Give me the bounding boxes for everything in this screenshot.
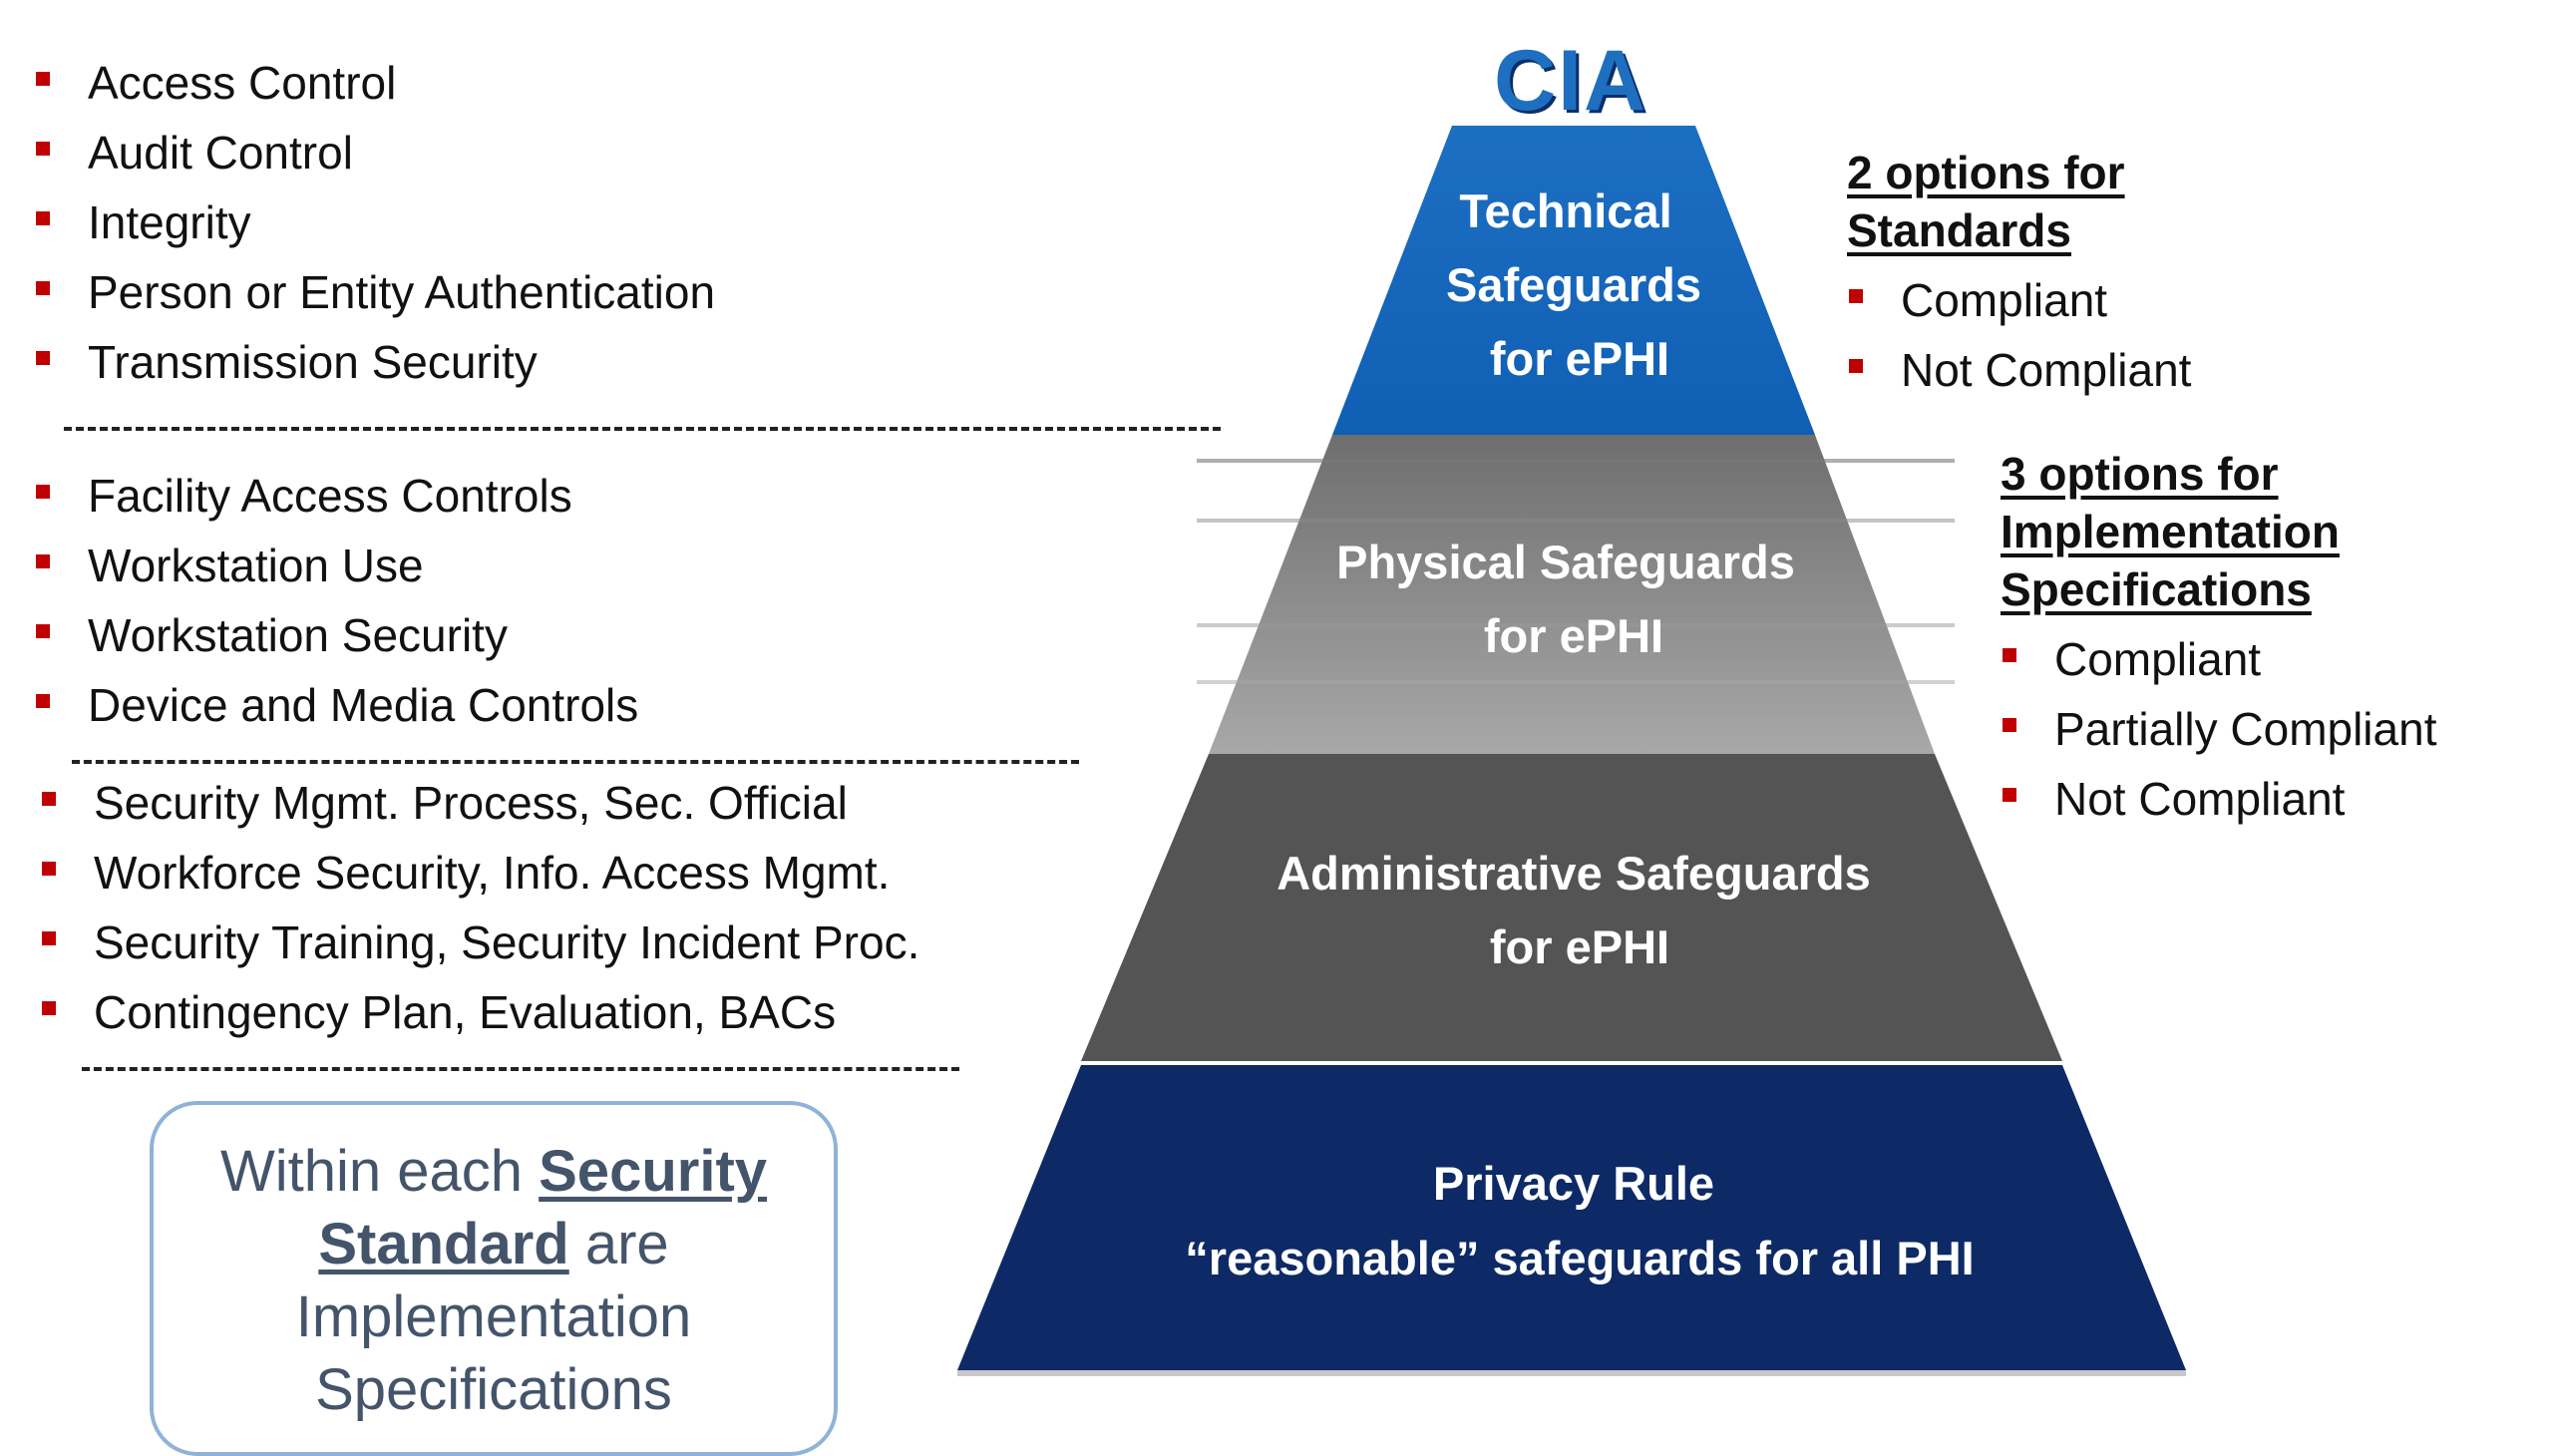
list-item-label: Workstation Use bbox=[88, 540, 424, 591]
bullet-icon bbox=[42, 1001, 56, 1015]
tier-privacy bbox=[957, 1065, 2186, 1370]
bullet-icon bbox=[1849, 359, 1863, 373]
band-line bbox=[1197, 623, 1955, 627]
callout-emphasis: Security bbox=[539, 1139, 768, 1204]
list-item: Not Compliant bbox=[1849, 335, 2191, 405]
list-item-label: Audit Control bbox=[88, 127, 353, 179]
list-item: Workstation Security bbox=[36, 600, 638, 670]
list-item-label: Workforce Security, Info. Access Mgmt. bbox=[94, 847, 891, 899]
tier-administrative-line-2: for ePHI bbox=[1490, 920, 1669, 973]
callout-line-1: Within each Security bbox=[154, 1135, 834, 1208]
standards-options-title-1: 2 options for bbox=[1847, 147, 2125, 198]
list-item: Partially Compliant bbox=[2003, 694, 2436, 764]
bullet-icon bbox=[42, 931, 56, 945]
list-item: Transmission Security bbox=[36, 327, 715, 397]
impl-options-list: Compliant Partially Compliant Not Compli… bbox=[2003, 624, 2436, 834]
callout-line-3: Implementation bbox=[295, 1284, 692, 1349]
list-item: Security Training, Security Incident Pro… bbox=[42, 908, 919, 977]
bullet-icon bbox=[1849, 289, 1863, 303]
callout-emphasis: Standard bbox=[318, 1212, 569, 1276]
bullet-icon bbox=[36, 142, 50, 156]
list-item: Person or Entity Authentication bbox=[36, 257, 715, 327]
list-item-label: Person or Entity Authentication bbox=[88, 266, 716, 318]
list-item-label: Compliant bbox=[1901, 274, 2108, 326]
bullet-icon bbox=[36, 554, 50, 568]
tier-physical-line-2: for ePHI bbox=[1484, 609, 1663, 662]
bullet-icon bbox=[36, 624, 50, 638]
bullet-icon bbox=[2003, 718, 2016, 732]
list-item: Workforce Security, Info. Access Mgmt. bbox=[42, 838, 919, 908]
list-item: Integrity bbox=[36, 187, 715, 257]
tier-privacy-line-2: “reasonable” safeguards for all PHI bbox=[1185, 1232, 1974, 1284]
bullet-icon bbox=[2003, 648, 2016, 662]
bullet-icon bbox=[36, 351, 50, 365]
list-item: Device and Media Controls bbox=[36, 670, 638, 740]
list-item: Audit Control bbox=[36, 118, 715, 187]
list-item-label: Security Mgmt. Process, Sec. Official bbox=[94, 777, 848, 829]
standards-options-title-2: Standards bbox=[1847, 204, 2071, 256]
list-item-label: Not Compliant bbox=[2054, 773, 2346, 825]
list-item: Access Control bbox=[36, 48, 715, 118]
bullet-icon bbox=[36, 211, 50, 225]
impl-options-title-2: Implementation bbox=[2001, 506, 2340, 557]
divider-administrative bbox=[82, 1067, 959, 1071]
list-item-label: Facility Access Controls bbox=[88, 470, 572, 522]
list-item: Not Compliant bbox=[2003, 764, 2436, 834]
list-item: Contingency Plan, Evaluation, BACs bbox=[42, 977, 919, 1047]
impl-options-title-3: Specifications bbox=[2001, 563, 2312, 615]
band-line bbox=[1197, 680, 1955, 684]
divider-physical bbox=[72, 760, 1079, 764]
tier-technical-line-1: Technical bbox=[1459, 184, 1671, 237]
tier-technical-line-2: Safeguards bbox=[1446, 258, 1701, 311]
physical-standards-list: Facility Access Controls Workstation Use… bbox=[36, 461, 638, 740]
pyramid-shadow bbox=[957, 1370, 2186, 1376]
callout-text: Within each bbox=[219, 1139, 523, 1204]
tier-physical bbox=[1209, 435, 1935, 754]
tier-physical-line-1: Physical Safeguards bbox=[1336, 536, 1795, 588]
list-item-label: Not Compliant bbox=[1901, 344, 2192, 396]
bullet-icon bbox=[2003, 788, 2016, 802]
list-item: Security Mgmt. Process, Sec. Official bbox=[42, 768, 919, 838]
list-item: Compliant bbox=[1849, 265, 2191, 335]
bullet-icon bbox=[42, 792, 56, 806]
implementation-spec-callout: Within each Security Standard are Implem… bbox=[150, 1101, 838, 1456]
standards-options-list: Compliant Not Compliant bbox=[1849, 265, 2191, 405]
tier-technical bbox=[1332, 126, 1815, 435]
bullet-icon bbox=[36, 694, 50, 708]
list-item-label: Integrity bbox=[88, 196, 251, 248]
list-item-label: Workstation Security bbox=[88, 609, 508, 661]
list-item-label: Security Training, Security Incident Pro… bbox=[94, 916, 920, 968]
cia-label: CIA bbox=[1494, 33, 1648, 129]
list-item: Workstation Use bbox=[36, 531, 638, 600]
list-item: Compliant bbox=[2003, 624, 2436, 694]
bullet-icon bbox=[36, 281, 50, 295]
list-item-label: Access Control bbox=[88, 57, 397, 109]
band-line bbox=[1197, 459, 1955, 463]
callout-line-4: Specifications bbox=[315, 1357, 672, 1422]
tier-administrative bbox=[1081, 754, 2062, 1061]
list-item-label: Contingency Plan, Evaluation, BACs bbox=[94, 986, 837, 1038]
divider-technical bbox=[64, 427, 1221, 431]
callout-text: are bbox=[584, 1212, 669, 1276]
bullet-icon bbox=[36, 485, 50, 499]
list-item: Facility Access Controls bbox=[36, 461, 638, 531]
tier-technical-line-3: for ePHI bbox=[1490, 332, 1669, 385]
list-item-label: Compliant bbox=[2054, 633, 2262, 685]
bullet-icon bbox=[36, 72, 50, 86]
tier-privacy-line-1: Privacy Rule bbox=[1433, 1157, 1714, 1210]
list-item-label: Transmission Security bbox=[88, 336, 538, 388]
technical-standards-list: Access Control Audit Control Integrity P… bbox=[36, 48, 715, 397]
impl-options-title-1: 3 options for bbox=[2001, 448, 2279, 500]
list-item-label: Device and Media Controls bbox=[88, 679, 639, 731]
callout-line-2: Standard are bbox=[154, 1208, 834, 1280]
bullet-icon bbox=[42, 862, 56, 876]
list-item-label: Partially Compliant bbox=[2054, 703, 2437, 755]
band-line bbox=[1197, 519, 1955, 523]
tier-administrative-line-1: Administrative Safeguards bbox=[1276, 847, 1871, 900]
administrative-standards-list: Security Mgmt. Process, Sec. Official Wo… bbox=[42, 768, 919, 1047]
